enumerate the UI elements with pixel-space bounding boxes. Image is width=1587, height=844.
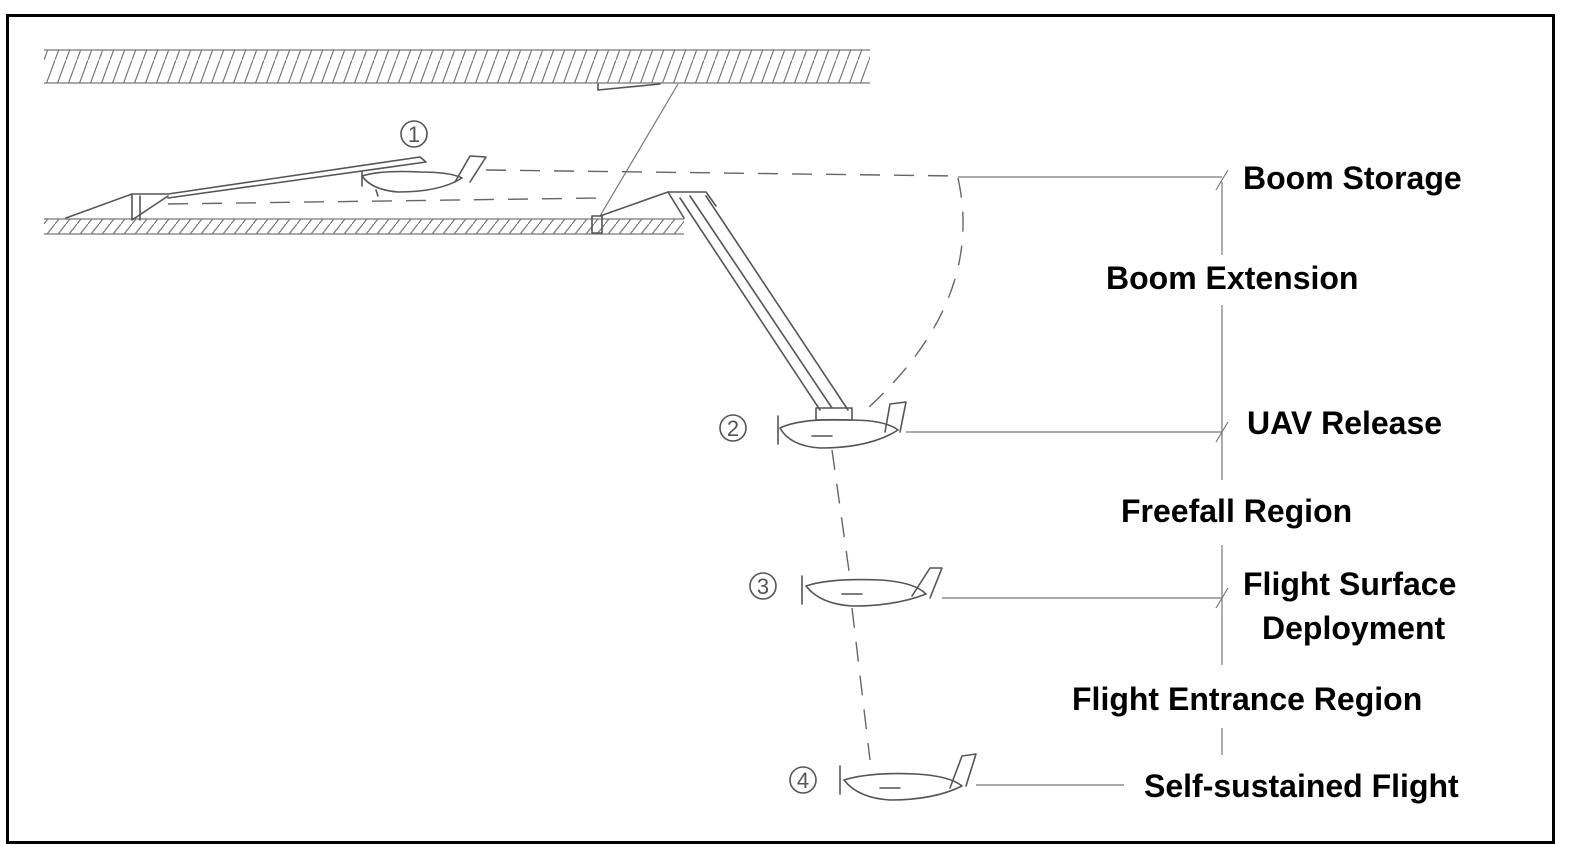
entrance-path bbox=[851, 607, 871, 761]
label-flight-surface-line2: Deployment bbox=[1262, 610, 1446, 646]
label-freefall-region: Freefall Region bbox=[1121, 493, 1353, 529]
uav-stage-1 bbox=[361, 155, 487, 197]
storage-guide-line bbox=[485, 169, 959, 177]
uav-stage-3 bbox=[801, 567, 943, 607]
label-self-sustained-flight: Self-sustained Flight bbox=[1144, 768, 1459, 804]
stage-2-marker bbox=[719, 414, 747, 442]
stage-timeline bbox=[1215, 169, 1229, 755]
stage-3-marker bbox=[749, 572, 777, 600]
stored-boom bbox=[65, 156, 601, 221]
label-boom-storage: Boom Storage bbox=[1243, 160, 1462, 196]
boom-swing-arc bbox=[867, 177, 964, 409]
stage-1-number: 1 bbox=[408, 122, 420, 147]
label-flight-surface-line1: Flight Surface bbox=[1243, 566, 1457, 602]
stage-2-number: 2 bbox=[727, 416, 739, 441]
uav-stage-4 bbox=[839, 753, 977, 801]
stage-4-marker bbox=[789, 766, 817, 794]
stage-3-number: 3 bbox=[757, 574, 769, 599]
label-uav-release: UAV Release bbox=[1247, 405, 1443, 441]
lower-fuselage-floor bbox=[44, 215, 684, 235]
uav-stage-2 bbox=[777, 401, 907, 449]
label-flight-entrance-region: Flight Entrance Region bbox=[1072, 681, 1423, 717]
support-strut bbox=[599, 83, 679, 217]
freefall-path bbox=[831, 449, 851, 579]
stage-1-marker bbox=[400, 120, 428, 148]
stage-4-number: 4 bbox=[797, 768, 809, 793]
label-boom-extension: Boom Extension bbox=[1106, 260, 1359, 296]
upper-fuselage-wall bbox=[44, 49, 870, 91]
